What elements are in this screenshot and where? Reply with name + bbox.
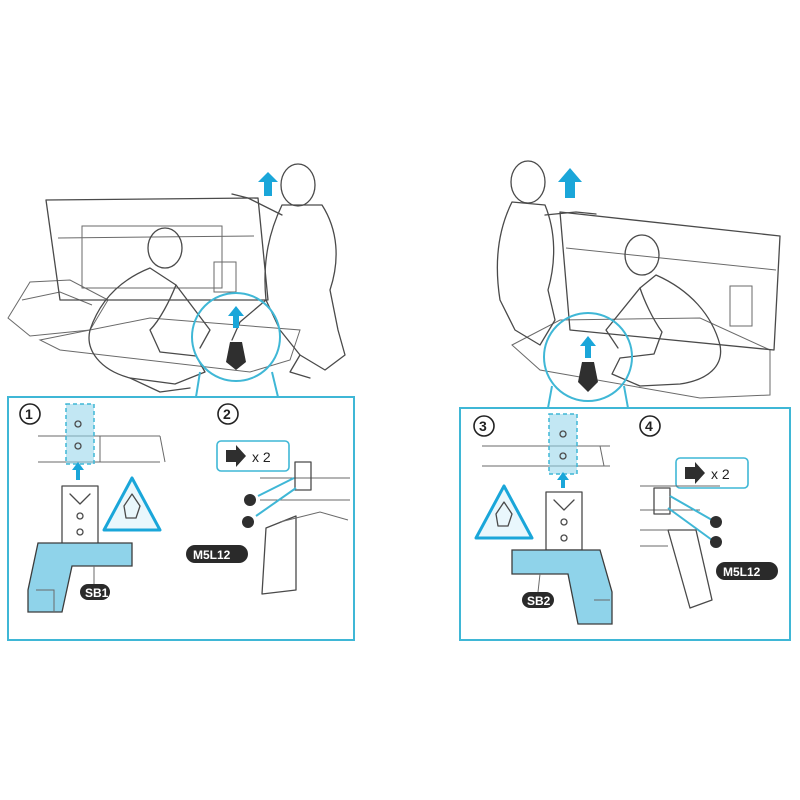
lift-up-arrow-icon bbox=[258, 172, 278, 196]
person-kneeling-right bbox=[605, 234, 722, 387]
screw-arrow-icon bbox=[226, 445, 246, 467]
screw-count: x 2 bbox=[252, 449, 271, 465]
panel-steps-1-2 bbox=[7, 396, 355, 641]
step-number: 4 bbox=[645, 418, 653, 434]
stand-base-sb1 bbox=[27, 542, 133, 613]
panel-steps-3-4 bbox=[459, 407, 791, 641]
person-standing-right-scene bbox=[496, 160, 597, 346]
step-2: 2 x 2 M5L12 bbox=[186, 403, 350, 595]
scene-right bbox=[496, 160, 781, 402]
person-kneeling-left bbox=[88, 227, 211, 393]
screw-label: M5L12 bbox=[723, 565, 761, 579]
step-number: 1 bbox=[25, 406, 33, 422]
step-3: 3 SB2 bbox=[473, 413, 613, 625]
person-standing-left-scene bbox=[231, 163, 346, 379]
step-number: 2 bbox=[223, 406, 231, 422]
step-1: 1 SB1 bbox=[19, 403, 166, 613]
scene-left bbox=[7, 163, 346, 393]
step-4: 4 x 2 M5L12 bbox=[639, 415, 778, 609]
stand-label-sb1: SB1 bbox=[85, 586, 109, 600]
stand-label-sb2: SB2 bbox=[527, 594, 551, 608]
screw-label: M5L12 bbox=[193, 548, 231, 562]
lift-up-arrow-icon bbox=[558, 168, 582, 198]
screw-arrow-icon bbox=[685, 462, 705, 484]
screw-count: x 2 bbox=[711, 466, 730, 482]
step-number: 3 bbox=[479, 418, 487, 434]
caution-pinch-icon bbox=[102, 476, 162, 532]
stand-base-sb2 bbox=[511, 549, 613, 625]
caution-pinch-icon bbox=[474, 484, 534, 540]
